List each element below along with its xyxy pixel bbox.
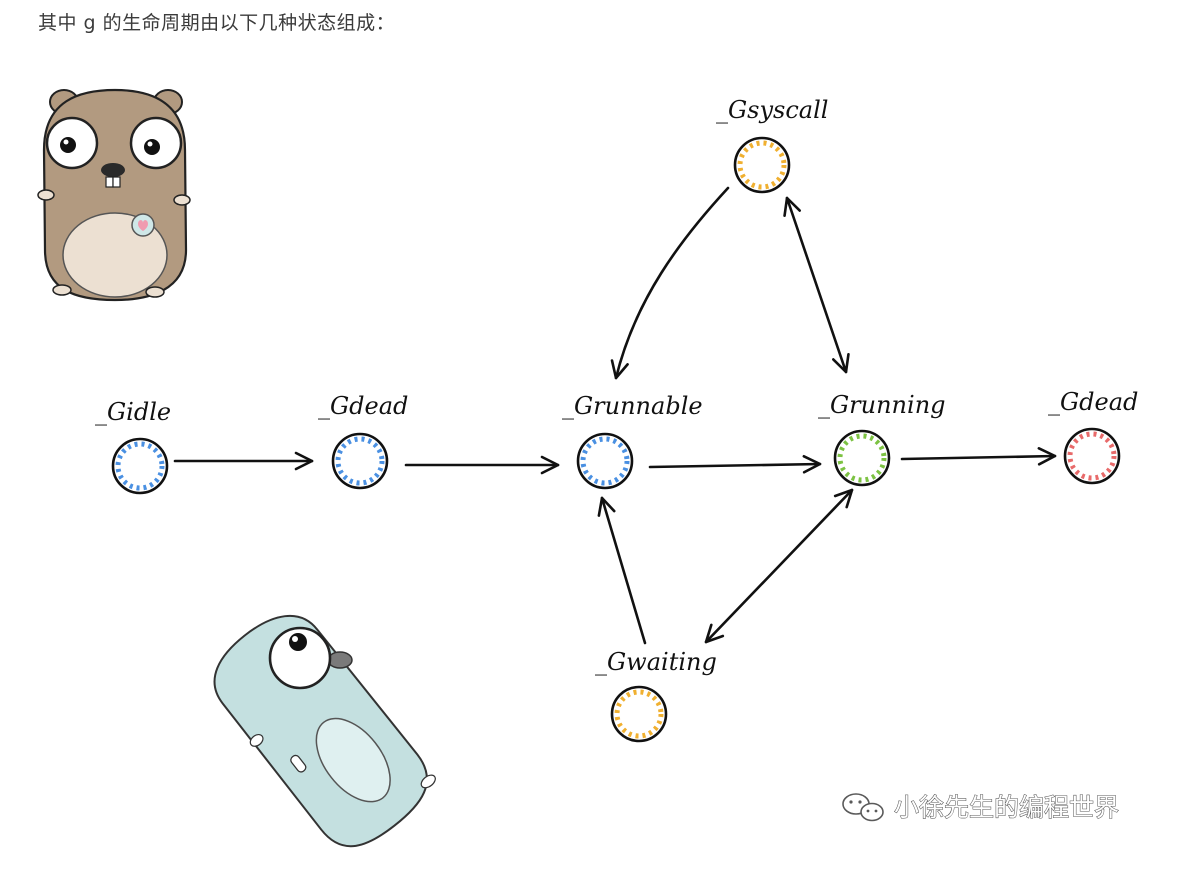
label-waiting: _Gwaiting [595,648,717,676]
blue-gopher-illustration [213,614,436,848]
edge-running-waiting-bidirectional [704,488,854,644]
node-fill-runnable [580,436,630,486]
state-node-idle: _Gidle [95,398,171,495]
label-idle: _Gidle [95,398,171,426]
state-node-running: _Grunning [818,391,946,487]
blue-gopher-eye [268,626,353,690]
edge-waiting-to-runnable [597,496,647,645]
node-fill-syscall [737,140,787,190]
watermark-text: 小徐先生的编程世界 [894,793,1119,822]
edge-running-to-dead [900,447,1057,466]
brown-gopher-illustration [37,88,191,302]
state-node-waiting: _Gwaiting [595,648,717,743]
state-node-dead-end: _Gdead [1048,388,1138,485]
label-syscall: _Gsyscall [716,96,828,124]
node-fill-dead-start [335,436,385,486]
watermark: 小徐先生的编程世界 [842,792,1120,823]
edge-syscall-running-bidirectional [783,196,850,374]
edge-group [173,186,1057,645]
node-fill-running [837,433,887,483]
edge-syscall-to-runnable [610,186,730,380]
node-fill-dead-end [1067,431,1117,481]
intro-text: 其中 g 的生命周期由以下几种状态组成： [38,12,396,34]
state-node-runnable: _Grunnable [562,392,703,490]
state-node-dead-start: _Gdead [318,392,408,490]
node-fill-waiting [614,689,664,739]
label-dead-end: _Gdead [1048,388,1138,416]
label-runnable: _Grunnable [562,392,703,420]
node-fill-idle [115,441,165,491]
label-dead-start: _Gdead [318,392,408,420]
state-node-syscall: _Gsyscall [716,96,828,194]
edge-runnable-to-running [648,454,822,474]
label-running: _Grunning [818,391,946,419]
wechat-icon [842,793,884,822]
